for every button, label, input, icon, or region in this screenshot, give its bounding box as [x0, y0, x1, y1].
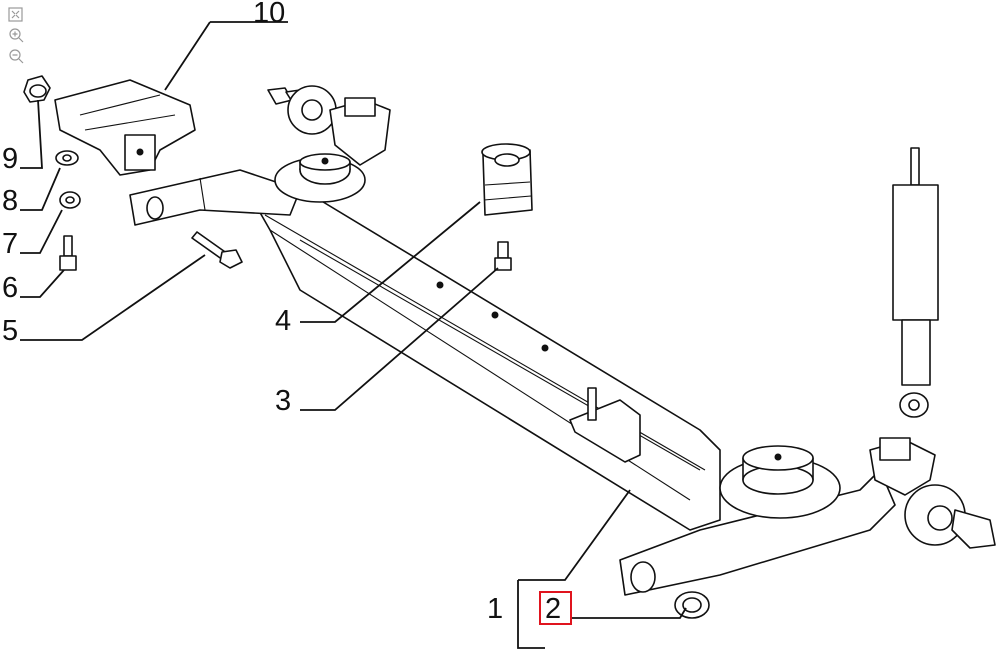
shock-absorber	[892, 147, 939, 418]
part-4-rubber-bush	[481, 143, 533, 216]
part-7-washer	[59, 191, 81, 209]
zoom-out-icon[interactable]	[9, 49, 24, 64]
part-5-bolt	[191, 231, 243, 269]
right-hub-flange	[869, 437, 996, 549]
callout-6[interactable]: 6	[2, 272, 18, 304]
part-6-bolt	[59, 235, 77, 271]
part-10-mounting-bracket	[54, 79, 196, 176]
leader-lines	[20, 21, 687, 649]
part-3-screw	[494, 241, 512, 271]
part-8-washer	[55, 150, 79, 166]
callout-2[interactable]: 2	[545, 593, 561, 625]
callout-7[interactable]: 7	[2, 228, 18, 260]
left-hub-flange	[267, 85, 391, 166]
callout-1[interactable]: 1	[487, 593, 503, 625]
viewer-toolbar	[8, 7, 24, 64]
callout-5[interactable]: 5	[2, 315, 18, 347]
callout-labels: 10 9 8 7 6 5 4 3 1 2	[2, 0, 572, 625]
callout-4[interactable]: 4	[275, 305, 291, 337]
part-9-nut	[23, 75, 51, 103]
zoom-in-icon[interactable]	[9, 28, 24, 43]
callout-8[interactable]: 8	[2, 185, 18, 217]
callout-3[interactable]: 3	[275, 385, 291, 417]
callout-2-highlight	[539, 591, 572, 625]
fit-icon[interactable]	[8, 7, 23, 22]
rear-axle-beam	[129, 153, 896, 596]
callout-10[interactable]: 10	[253, 0, 285, 29]
callout-9[interactable]: 9	[2, 143, 18, 175]
part-2-bush	[674, 591, 710, 619]
